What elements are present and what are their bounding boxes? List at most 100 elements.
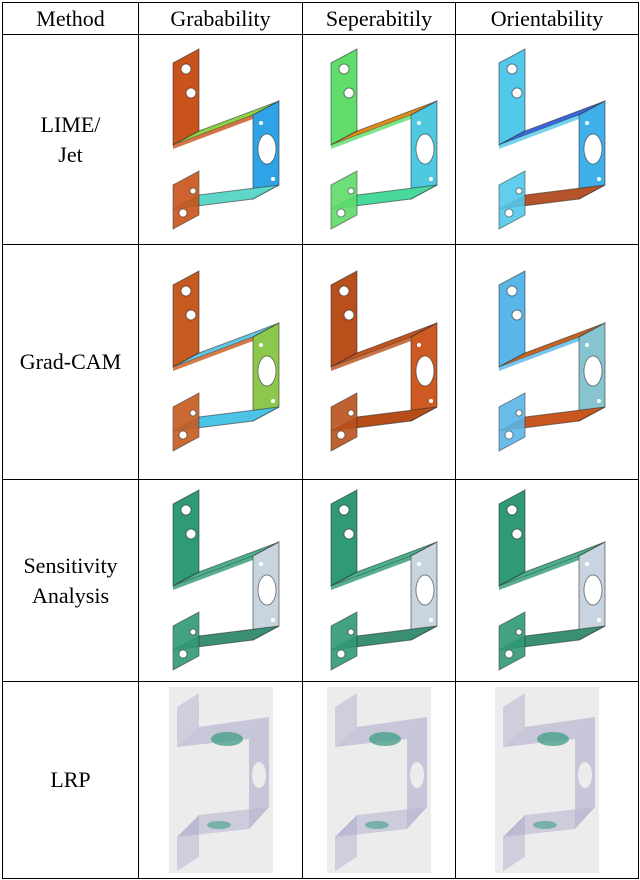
lrp-top-flange — [503, 693, 525, 747]
bracket-bottom-flange — [172, 392, 199, 452]
bracket-top-plate-edge — [331, 337, 411, 371]
bracket-large-hole — [257, 133, 276, 164]
gradcam-orientability-image — [498, 270, 606, 452]
lrp-hotspot — [206, 821, 231, 829]
bracket-bolt-hole — [511, 309, 523, 321]
bracket-bolt-hole — [347, 187, 355, 194]
lrp-bottom-flange — [335, 815, 357, 871]
lrp-hole — [410, 762, 424, 788]
bracket-small-hole — [417, 343, 421, 347]
header-grabability: Grabability — [138, 2, 303, 35]
lrp-hotspot — [533, 821, 557, 829]
method-label: LRP — [2, 681, 139, 879]
cell-gradcam-seperability — [302, 244, 456, 480]
bracket-top-plate-edge — [499, 337, 579, 371]
bracket-large-hole — [415, 574, 435, 605]
bracket-top-flange — [172, 488, 199, 587]
bracket-bolt-hole — [336, 208, 346, 217]
lrp-bottom-flange — [503, 815, 525, 871]
bracket-bolt-hole — [178, 430, 187, 440]
bracket-small-hole — [585, 120, 589, 125]
lrp-hole — [251, 762, 266, 788]
gradcam-seperability-image — [330, 270, 438, 452]
bracket-bolt-hole — [336, 649, 346, 658]
cell-lime-seperability — [302, 34, 456, 245]
bracket-small-hole — [585, 343, 589, 347]
bracket-small-hole — [417, 120, 421, 125]
bracket-small-hole — [270, 399, 275, 403]
cell-lime-grabability — [138, 34, 303, 245]
cell-lime-orientability — [455, 34, 639, 245]
bracket-bolt-hole — [343, 528, 355, 539]
lrp-hotspot — [210, 732, 243, 746]
bracket-top-plate-edge — [331, 555, 411, 590]
bracket-bolt-hole — [180, 285, 191, 297]
cell-sensitivity-orientability — [455, 479, 639, 682]
row-lrp: LRP — [2, 681, 639, 879]
method-grad-cam: Grad-CAM — [19, 349, 122, 374]
bracket-bolt-hole — [178, 208, 187, 217]
cell-lrp-seperability — [302, 681, 456, 879]
bracket-bolt-hole — [180, 504, 191, 515]
lrp-orientability-image — [495, 687, 599, 873]
bracket-top-flange — [498, 270, 526, 368]
bracket-large-hole — [415, 355, 435, 387]
bracket-bolt-hole — [511, 87, 523, 98]
bracket-top-flange — [330, 488, 358, 587]
cell-lrp-grabability — [138, 681, 303, 879]
bracket-large-hole — [415, 133, 435, 164]
bracket-bolt-hole — [180, 63, 191, 74]
bracket-bottom-flange — [498, 169, 526, 230]
bracket-small-hole — [597, 176, 601, 181]
bracket-large-hole — [257, 355, 276, 387]
bracket-small-hole — [585, 561, 589, 566]
sensitivity-grabability-image — [172, 488, 279, 671]
bracket-top-plate-edge — [172, 114, 253, 149]
bracket-small-hole — [258, 343, 263, 347]
bracket-bolt-hole — [347, 409, 355, 417]
bracket-bolt-hole — [189, 187, 196, 194]
bracket-top-flange — [172, 47, 199, 146]
lrp-bottom-flange — [176, 815, 199, 871]
bracket-small-hole — [270, 176, 275, 181]
bracket-top-flange — [330, 270, 358, 368]
lrp-seperability-image — [327, 687, 431, 873]
lrp-hole — [578, 762, 592, 788]
bracket-bolt-hole — [506, 504, 518, 515]
bracket-bottom-flange — [172, 610, 199, 671]
lime-seperability-image — [330, 47, 438, 230]
bracket-bolt-hole — [347, 628, 355, 635]
method-label: LIME/ Jet — [2, 34, 139, 245]
lrp-grabability-image — [168, 687, 273, 873]
bracket-bolt-hole — [515, 409, 523, 417]
method-lime-jet: LIME/ Jet — [40, 111, 101, 167]
lrp-hotspot — [369, 732, 401, 746]
bracket-top-flange — [498, 488, 526, 587]
bracket-bolt-hole — [185, 528, 196, 539]
lrp-hotspot — [365, 821, 389, 829]
bracket-bolt-hole — [511, 528, 523, 539]
method-lrp: LRP — [50, 767, 91, 792]
bracket-large-hole — [257, 574, 276, 605]
bracket-bottom-flange — [330, 610, 358, 671]
lrp-top-plate — [176, 717, 269, 747]
lrp-top-flange — [176, 693, 199, 747]
bracket-bolt-hole — [178, 649, 187, 658]
bracket-bolt-hole — [185, 87, 196, 98]
bracket-bolt-hole — [515, 628, 523, 635]
bracket-bolt-hole — [506, 63, 518, 74]
bracket-small-hole — [258, 561, 263, 566]
gradcam-grabability-image — [172, 270, 279, 452]
bracket-top-plate-edge — [499, 555, 579, 590]
bracket-small-hole — [270, 617, 275, 622]
row-gradcam: Grad-CAM — [2, 244, 639, 480]
lrp-top-plate — [503, 717, 595, 747]
sensitivity-orientability-image — [498, 488, 606, 671]
lime-orientability-image — [498, 47, 606, 230]
bracket-top-flange — [330, 47, 358, 146]
bracket-top-plate-edge — [172, 337, 253, 371]
lrp-hotspot — [537, 732, 569, 746]
lrp-top-flange — [335, 693, 357, 747]
lrp-top-plate — [335, 717, 427, 747]
